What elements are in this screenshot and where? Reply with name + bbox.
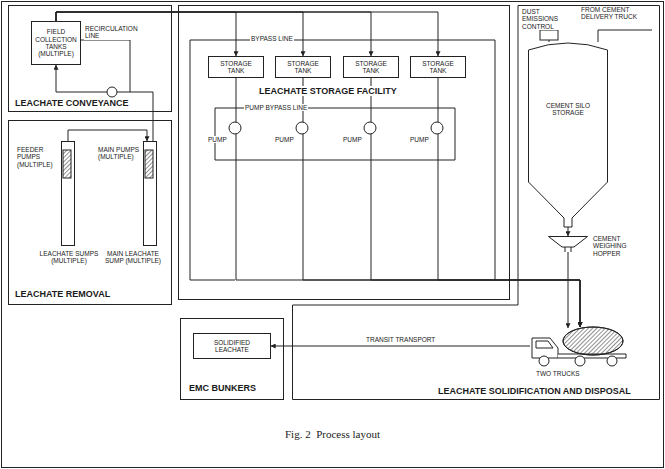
hopper-outline [549,237,588,253]
node-label: LEACHATE STORAGE FACILITY [257,86,399,96]
line-label: PUMP [207,136,228,143]
flow-connector [56,12,236,56]
delivery-line [598,30,652,42]
node-label: LEACHATE SOLIDIFICATION AND DISPOSAL [438,386,631,396]
node-label: LEACHATE SUMPS (MULTIPLE) [34,250,104,265]
pump-symbol [107,87,117,97]
box-node: SOLIDIFIED LEACHATE [193,333,271,359]
node-label: CEMENT WEIGHING HOPPER [593,235,653,257]
node-label: STORAGE TANK [212,60,260,75]
hopper-node: CEMENT WEIGHING HOPPER [548,236,588,252]
area-region: LEACHATE STORAGE FACILITY STORAGE TANK STO… [178,5,510,300]
main-pump-symbol [145,150,153,178]
line-label: BYPASS LINE [250,35,294,42]
box-node: STORAGE TANK [208,56,264,78]
silo-outline [529,43,608,227]
node-label: STORAGE TANK [347,60,395,75]
area-region: EMC BUNKERS SOLIDIFIED LEACHATE [180,318,284,400]
line-label: PUMP [274,136,295,143]
line-label: FEEDER PUMPS (MULTIPLE) [16,146,60,168]
recirculation-line [80,40,130,92]
truck-wheel [539,356,549,366]
node-label: LEACHATE REMOVAL [15,289,110,299]
dust-filter-symbol [540,30,558,40]
area-region: LEACHATE CONVEYANCE FIELD COLLECTION TANK… [8,5,172,112]
line-label: PUMP [342,136,363,143]
figure-caption: Fig. 2 Process layout [284,428,381,441]
box-node: STORAGE TANK [343,56,399,78]
pump-symbol [229,122,241,134]
line-label: PUMP [409,136,430,143]
pump-bypass-line [215,108,455,160]
box-node: FIELD COLLECTION TANKS (MULTIPLE) [31,21,81,65]
silo-outline [528,42,608,227]
node-label: TWO TRUCKS [536,370,580,377]
line-label: MAIN PUMPS (MULTIPLE) [97,146,141,161]
region-outline [293,6,660,400]
node-label: MAIN LEACHATE SUMP (MULTIPLE) [102,250,164,265]
line-label: DUST EMISSIONS CONTROL [521,8,575,30]
node-label: FIELD COLLECTION TANKS (MULTIPLE) [35,28,77,58]
pump-symbol [431,122,443,134]
line-label: FROM CEMENT DELIVERY TRUCK [580,6,658,21]
feeder-pump-symbol [63,150,71,178]
area-region: LEACHATE SOLIDIFICATION AND DISPOSAL CEME… [292,5,660,400]
pipe-lines [80,30,652,280]
mixer-drum-outline [563,327,623,355]
box-node: STORAGE TANK [410,56,466,78]
tube-node: MAIN LEACHATE SUMP (MULTIPLE) [143,141,157,246]
mixer-drum [563,327,623,355]
hopper-outline [548,236,588,252]
tube-node: LEACHATE SUMPS (MULTIPLE) [61,141,75,246]
silo-node: CEMENT SILO STORAGE [528,42,608,227]
header-line [190,280,235,281]
flow-connector [56,12,438,56]
node-label: STORAGE TANK [414,60,462,75]
flow-connector [56,12,303,56]
truck-wheel [607,356,617,366]
truck-window [536,341,553,348]
connector-label: TRANSIT TRANSPORT [365,336,436,343]
flow-connector [271,346,530,347]
truck-drawing [530,318,630,368]
flow-connector [568,227,569,236]
node-label: STORAGE TANK [279,60,327,75]
flow-connector [568,252,569,328]
truck-cab [532,338,558,358]
box-node: STORAGE TANK [275,56,331,78]
pump-symbol [296,122,308,134]
line-label: PUMP BYPASS LINE [244,104,308,111]
truck-wheel [575,356,585,366]
flow-connector [56,12,371,56]
node-label: CEMENT SILO STORAGE [536,102,600,117]
line-label: RECIRCULATION LINE [84,25,130,40]
pump-symbol [364,122,376,134]
node-label: EMC BUNKERS [189,383,256,393]
truck-node: TWO TRUCKS [530,318,630,368]
node-label: LEACHATE CONVEYANCE [15,98,129,108]
truck-drawing [532,327,626,366]
node-label: SOLIDIFIED LEACHATE [197,339,267,354]
flow-connector [68,130,147,141]
